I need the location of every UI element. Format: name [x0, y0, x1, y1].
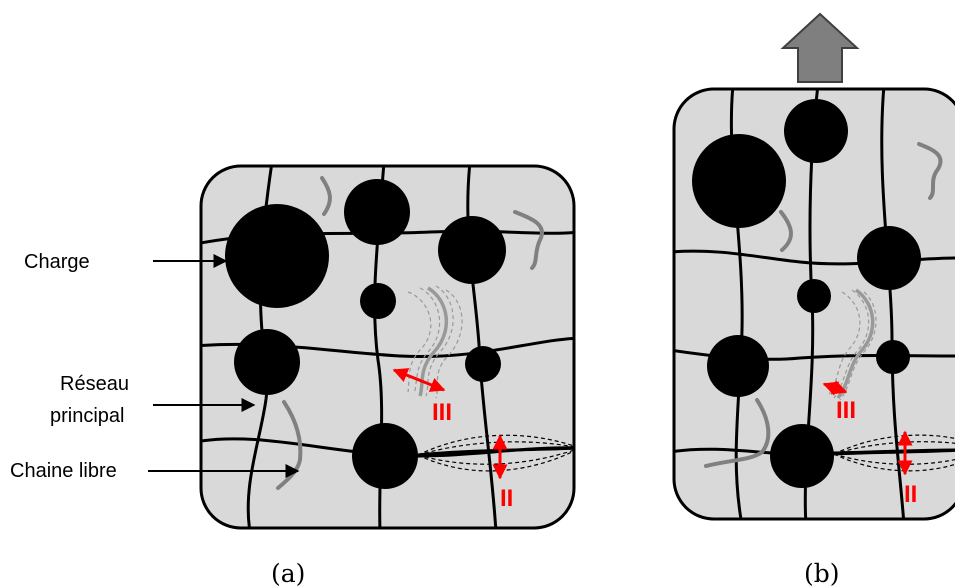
annotations: Charge Réseau principal Chaine libre: [10, 251, 300, 482]
caption-b: (b): [804, 559, 840, 587]
caption-a: (a): [271, 559, 305, 587]
panel-a: III II: [199, 164, 576, 530]
up-arrow-icon: [780, 12, 860, 83]
label-reseau-principal-line1: Réseau: [60, 373, 129, 395]
mechanism-III-arrow-b: [822, 380, 848, 396]
fillers-a: [225, 179, 506, 489]
mechanism-III-label-a: III: [432, 399, 452, 426]
mechanism-II-label-a: II: [500, 485, 513, 512]
label-reseau-principal-line2: principal: [50, 405, 124, 427]
fillers-b: [692, 99, 921, 488]
mechanism-III-arrow-a: [392, 368, 446, 392]
label-charge: Charge: [24, 251, 90, 273]
panel-b: III II: [672, 12, 955, 521]
free-chains-b: [704, 142, 943, 468]
mechanism-III-label-b: III: [836, 397, 856, 424]
label-chaine-libre: Chaine libre: [10, 460, 117, 482]
mechanism-II-label-b: II: [904, 481, 917, 508]
free-chains-a: [276, 176, 544, 490]
